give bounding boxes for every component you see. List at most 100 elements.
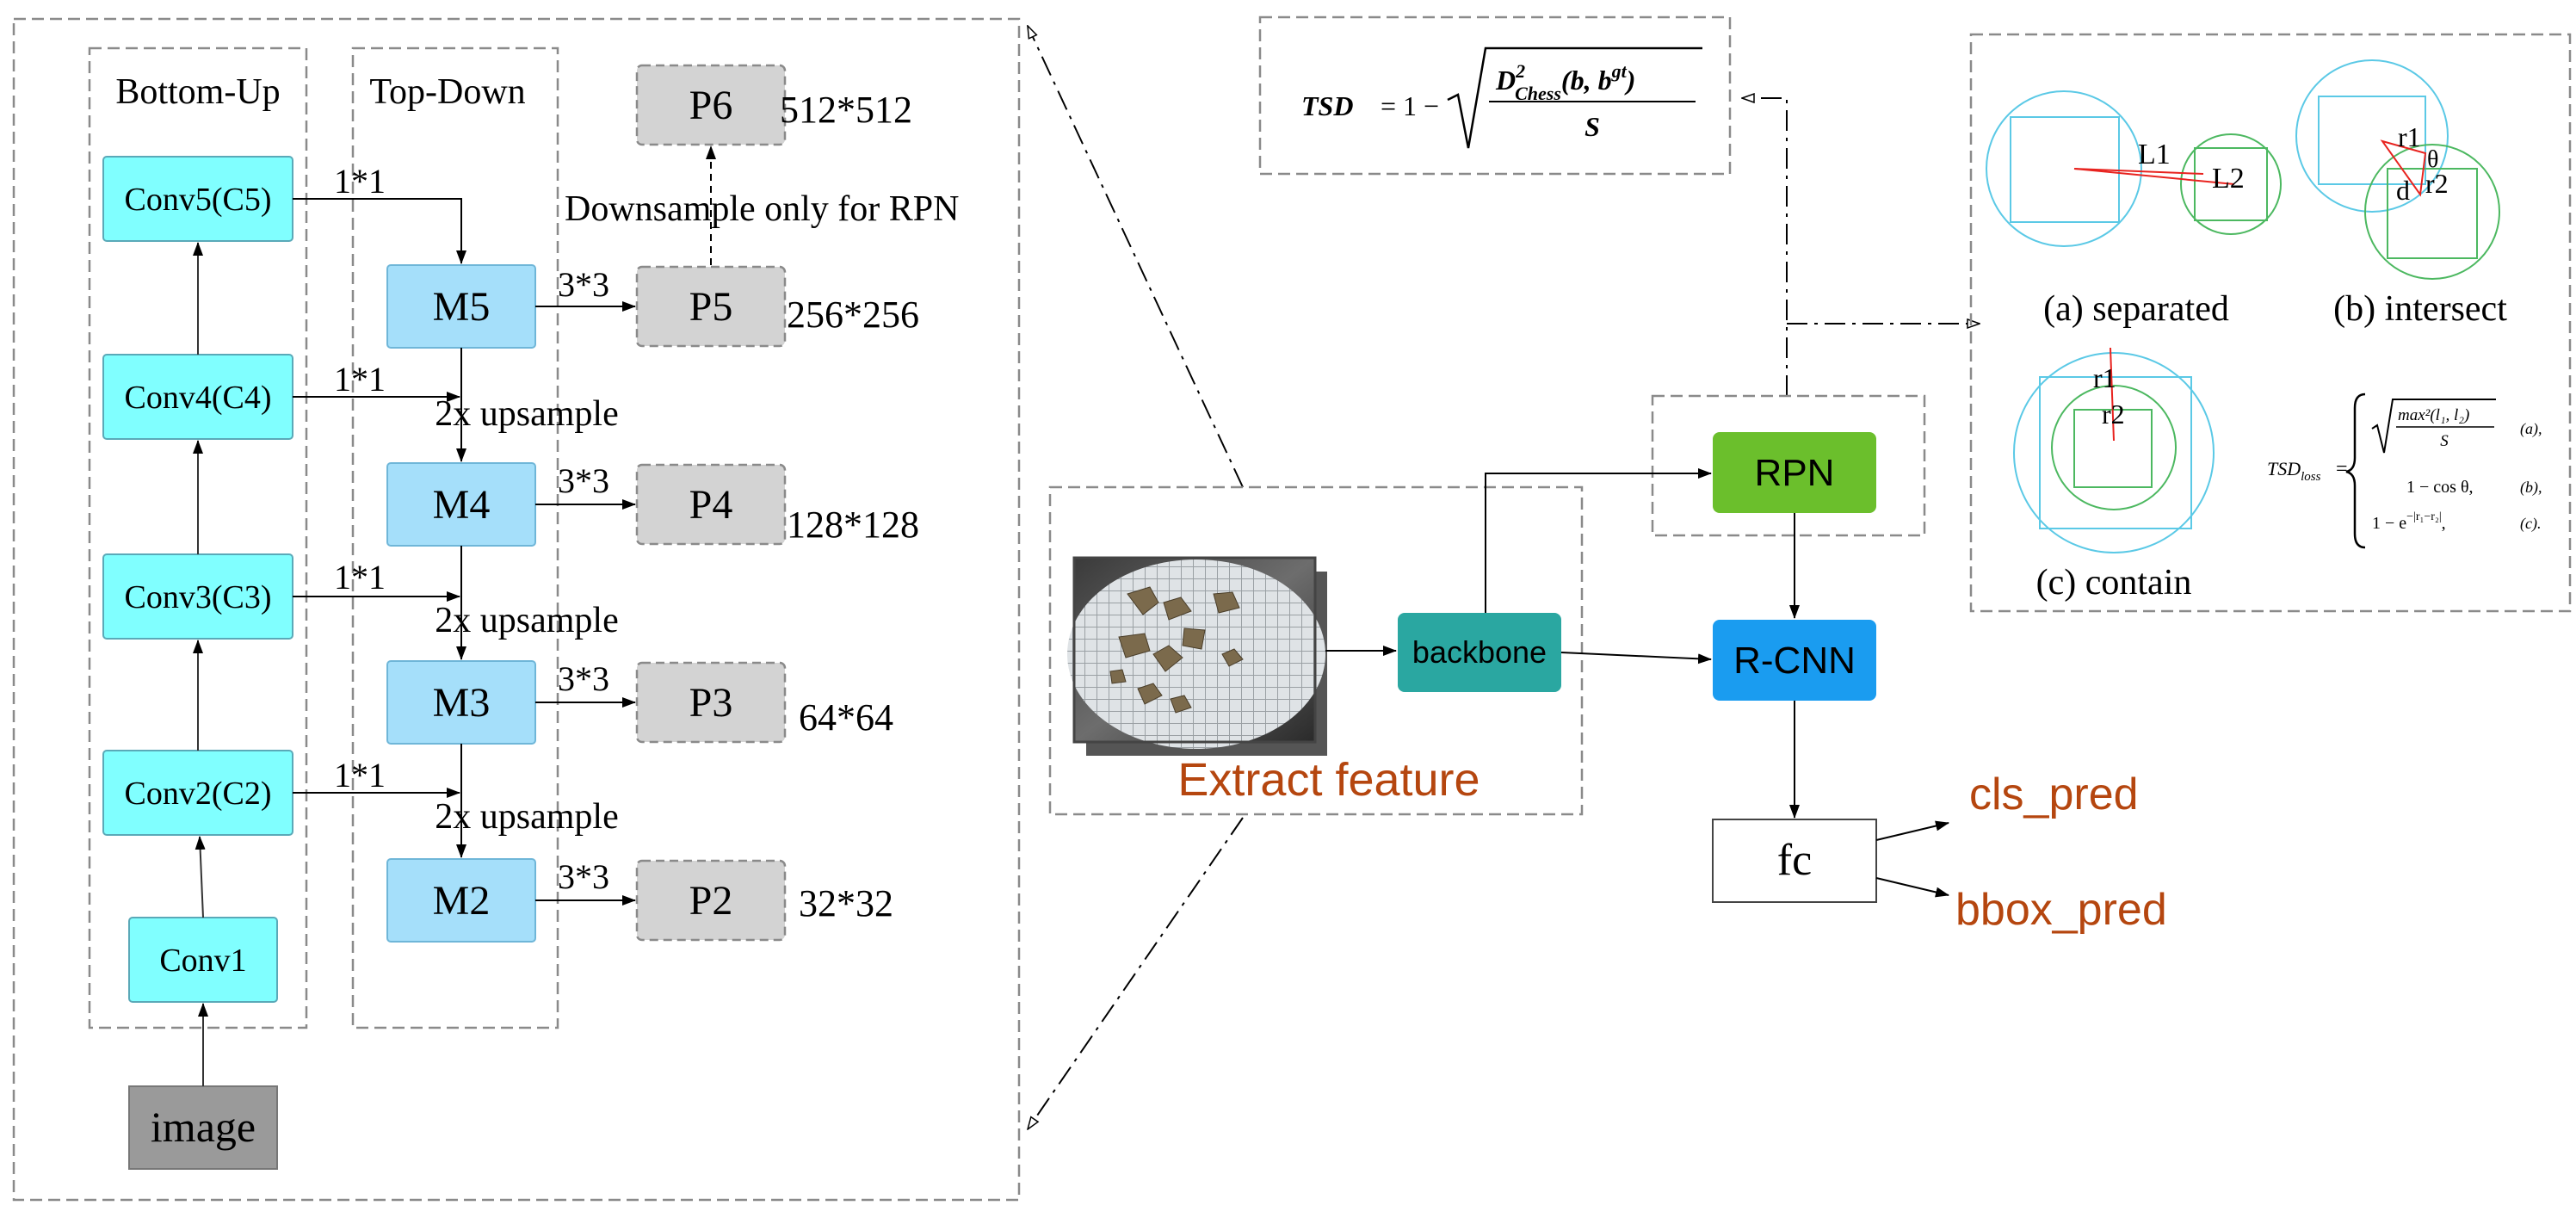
loss-b-tag: (b), (2520, 479, 2542, 497)
tsd-num-sub: Chess (1515, 83, 1561, 104)
arrow-fc-bbox (1875, 877, 1949, 898)
conv4-label: Conv4(C4) (125, 380, 272, 416)
lateral-label-c5: 1*1 (334, 162, 386, 201)
bottom-up-label: Bottom-Up (115, 72, 280, 112)
loss-a-tag: (a), (2520, 420, 2542, 438)
p2-node (635, 859, 787, 942)
backbone-label: backbone (1412, 634, 1547, 670)
rpn-node (1713, 432, 1876, 513)
lateral-connections: 1*1 1*1 1*1 1*1 (293, 162, 466, 798)
case-separated: L1 L2 (a) separated (1986, 90, 2282, 329)
tsd-eq: = 1 − (1381, 90, 1439, 121)
sep-l1-line (2073, 168, 2235, 185)
fc-node (1712, 819, 1877, 903)
loss-eq: = (2336, 458, 2348, 480)
image-label: image (151, 1103, 256, 1151)
int-box-a (2318, 96, 2426, 185)
p2-label: P2 (689, 878, 733, 924)
con-r1-label: r1 (2093, 362, 2116, 393)
rpn-frame (1651, 394, 1926, 537)
arrow-fc-cls (1875, 820, 1949, 841)
cases-frame (1969, 33, 2572, 613)
p3-label: P3 (689, 680, 733, 726)
tsd-loss-formula: TSDloss = max²(l₁, l₂) S (a), 1 − cos θ,… (2267, 393, 2542, 549)
int-theta-label: θ (2427, 146, 2438, 173)
fpn-block: Bottom-Up Top-Down image Conv1 Conv2(C2)… (12, 17, 1021, 1202)
conv2-label: Conv2(C2) (125, 776, 272, 812)
int-d-label: d (2396, 175, 2410, 206)
m2-label: M2 (433, 878, 491, 924)
backbone-node (1398, 613, 1561, 692)
sep-l2-label: L2 (2212, 163, 2245, 195)
loss-b-expr: 1 − cos θ, (2406, 478, 2474, 497)
con-r-line (2110, 347, 2115, 442)
conv5-label: Conv5(C5) (125, 182, 272, 218)
loss-brace (2345, 393, 2366, 549)
tsd-lhs: TSD (1301, 90, 1353, 121)
p6-size: 512*512 (780, 89, 912, 131)
tsd-num-gt: gt (1611, 60, 1628, 82)
int-box-b (2387, 168, 2478, 259)
tsd-num-D: D (1495, 65, 1516, 96)
con-box-a (2039, 376, 2192, 529)
m3-label: M3 (433, 680, 491, 726)
arrow-backbone-rcnn (1560, 652, 1712, 665)
top-down-label: Top-Down (369, 72, 525, 112)
upsample-label-1: 2x upsample (435, 394, 618, 434)
loss-lhs-main: TSD (2267, 458, 2301, 479)
con-r2-label: r2 (2102, 399, 2125, 430)
int-caption: (b) intersect (2333, 289, 2507, 329)
tsd-denominator: S (1585, 111, 1600, 142)
rpn-label: RPN (1755, 452, 1835, 494)
con-inner-circle (2051, 385, 2177, 510)
p2-size: 32*32 (799, 882, 893, 924)
conv3-label: Conv3(C3) (125, 579, 272, 615)
smooth-label-5: 3*3 (558, 265, 609, 304)
conv-column: Conv1 Conv2(C2) Conv3(C3) Conv4(C4) Conv… (102, 156, 293, 1086)
int-r2-label: r2 (2425, 168, 2449, 199)
loss-c-tag: (c). (2520, 515, 2541, 533)
lateral-label-c3: 1*1 (334, 558, 386, 597)
extract-feature-label: Extract feature (1177, 754, 1480, 806)
photo-border (1072, 556, 1317, 744)
loss-c-comma: , (2442, 514, 2446, 533)
input-photo (1067, 556, 1327, 756)
bbox-pred-label: bbox_pred (1955, 885, 2167, 935)
case-intersect: r1 r2 θ d (b) intersect (2295, 59, 2507, 329)
smooth-label-3: 3*3 (558, 659, 609, 698)
p4-size: 128*128 (787, 504, 919, 546)
lateral-label-c4: 1*1 (334, 360, 386, 399)
tsd-num-args: (b, b (1561, 65, 1612, 96)
int-inner-circle (2364, 144, 2500, 280)
fpn-outer-frame (12, 17, 1021, 1202)
bottom-up-frame (88, 46, 308, 1029)
int-outer-circle (2295, 59, 2449, 213)
cases-box: L1 L2 (a) separated r1 r2 θ d (b) inters… (1969, 33, 2572, 613)
sep-inner-circle (2180, 133, 2282, 235)
upsample-label-3: 2x upsample (435, 797, 618, 837)
tsd-num-sup: 2 (1515, 60, 1525, 82)
loss-c-expr: 1 − e−|r₁−r₂|, (2372, 510, 2446, 533)
fc-label: fc (1777, 836, 1812, 885)
loss-lhs-sub: loss (2301, 470, 2321, 484)
sep-box-b (2194, 147, 2268, 221)
loss-lhs: TSDloss (2267, 458, 2321, 484)
p6-node (635, 64, 787, 146)
upsample-label-2: 2x upsample (435, 601, 618, 640)
pipeline: Extract feature backbone RPN R-CNN fc cl… (1048, 394, 2167, 935)
loss-c-exp: −|r₁−r₂| (2406, 510, 2441, 523)
link-to-fpn-top (1028, 26, 1244, 488)
sep-caption: (a) separated (2043, 289, 2229, 329)
int-triangle (2380, 139, 2427, 197)
top-down-frame (351, 46, 559, 1029)
rcnn-node (1713, 620, 1876, 701)
lateral-label-c2: 1*1 (334, 756, 386, 794)
con-caption: (c) contain (2036, 563, 2192, 603)
link-to-tsd-formula (1742, 98, 1788, 396)
tsd-num-close: ) (1624, 65, 1636, 96)
tsd-sqrt (1447, 46, 1702, 149)
m-column: M5 M4 M3 M2 2x upsample 2x upsample 2x u… (386, 264, 619, 943)
sep-l1-label: L1 (2138, 139, 2171, 170)
